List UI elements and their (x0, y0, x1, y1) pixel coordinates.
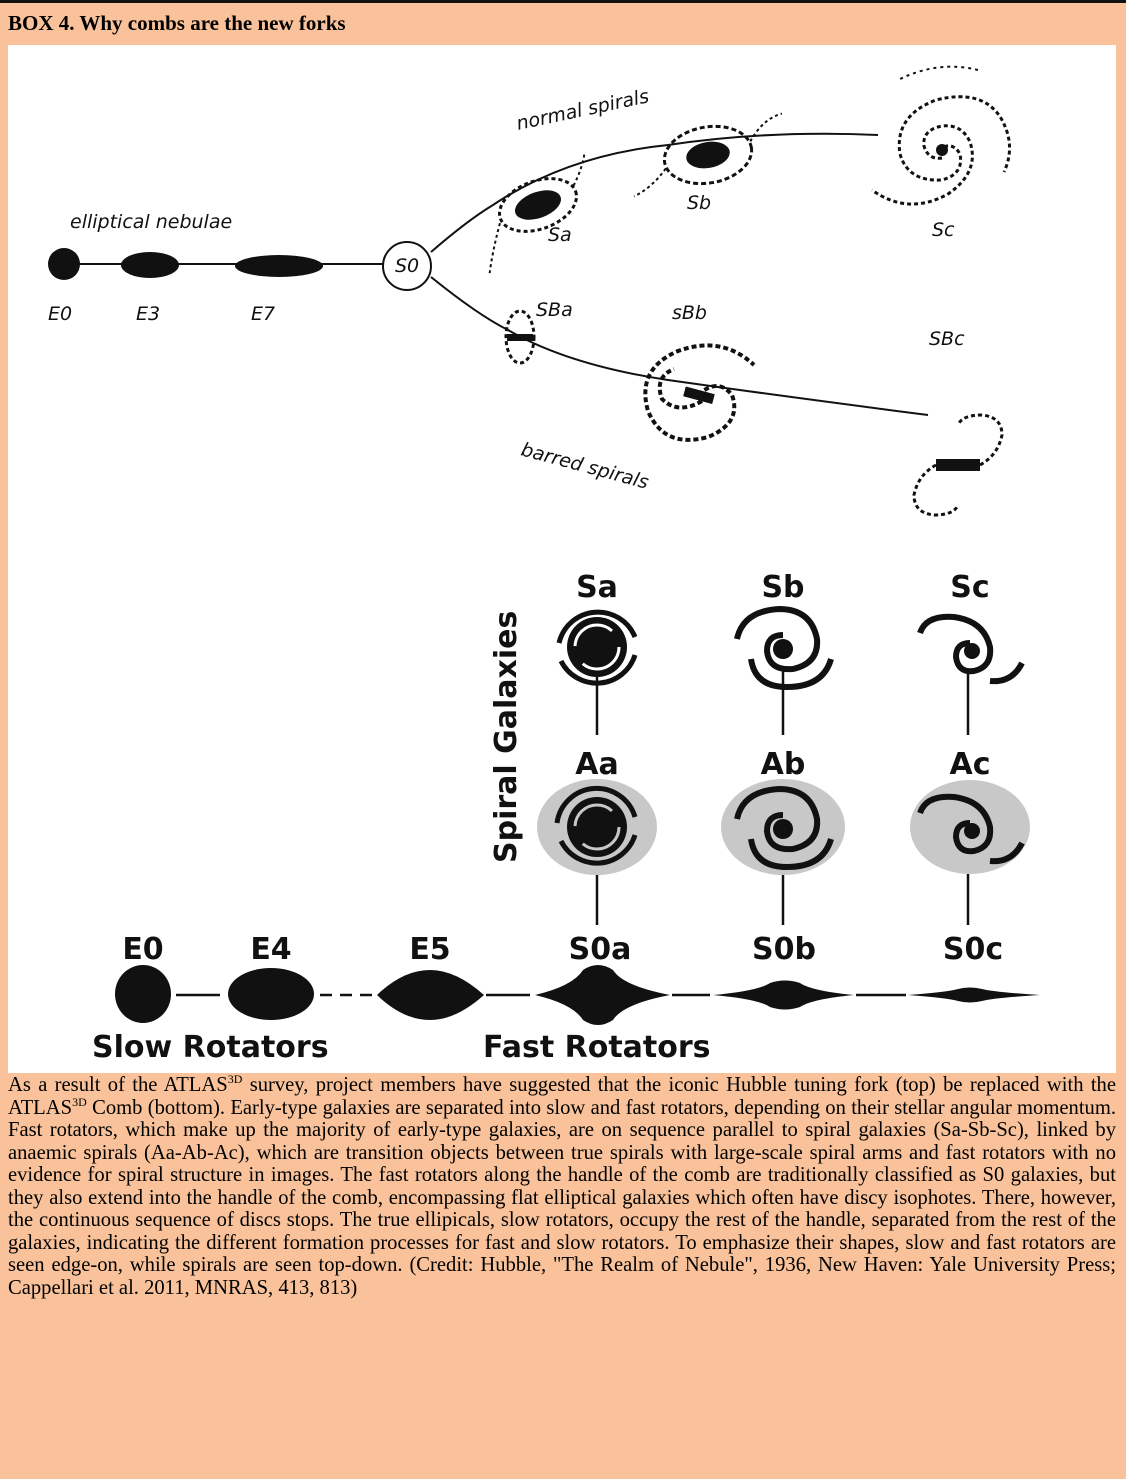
box-caption: As a result of the ATLAS3D survey, proje… (8, 1072, 1116, 1299)
comb-ac-label: Ac (949, 747, 990, 782)
comb-sc-shape (917, 613, 1025, 685)
comb-s0b-label: S0b (752, 932, 816, 967)
comb-e0-shape (115, 965, 171, 1023)
comb-s0c-label: S0c (943, 932, 1003, 967)
comb-e5-label: E5 (409, 932, 450, 967)
caption-part-2: survey, project members have suggested t… (8, 1074, 1116, 1119)
comb-e5-shape (377, 970, 484, 1020)
spiral-galaxies-label: Spiral Galaxies (489, 611, 524, 863)
normal-spirals-label: normal spirals (514, 85, 651, 135)
hubble-sba-label: SBa (536, 299, 573, 321)
comb-ac-shape (917, 793, 1025, 865)
comb-sa-shape (556, 609, 638, 686)
comb-s0a-shape (535, 965, 670, 1025)
comb-sb-label: Sb (761, 570, 804, 605)
hubble-sb-label: Sb (687, 192, 711, 214)
hubble-sbb-label: sBb (672, 302, 707, 324)
hubble-sa-shape (488, 151, 586, 277)
elliptical-nebulae-label: elliptical nebulae (70, 211, 232, 233)
comb-ab-label: Ab (761, 747, 806, 782)
comb-e4-shape (228, 968, 314, 1020)
hubble-sbc-label: SBc (929, 328, 965, 350)
hubble-sba-shape (504, 309, 536, 365)
comb-s0a-label: S0a (569, 932, 632, 967)
comb-s0c-shape (908, 987, 1040, 1003)
caption-part-1: As a result of the ATLAS (8, 1074, 228, 1096)
caption-sup-1: 3D (227, 1072, 243, 1087)
hubble-tuning-fork: elliptical nebulae normal spirals barred… (48, 65, 1011, 517)
comb-e0-label: E0 (122, 932, 163, 967)
comb-e4-label: E4 (250, 932, 291, 967)
hubble-e7-label: E7 (251, 303, 275, 325)
hubble-sbb-shape (643, 343, 756, 442)
comb-s0b-shape (713, 980, 854, 1010)
hubble-sb-shape (633, 112, 783, 198)
comb-aa-shape (554, 785, 638, 866)
comb-sa-label: Sa (576, 570, 618, 605)
hubble-sa-label: Sa (548, 224, 572, 246)
hubble-e0-label: E0 (48, 303, 72, 325)
galaxy-classification-figure: elliptical nebulae normal spirals barred… (48, 65, 1040, 1065)
comb-ab-shape (734, 785, 834, 871)
hubble-s0-label: S0 (395, 255, 419, 277)
figure-panel: elliptical nebulae normal spirals barred… (8, 45, 1116, 1073)
hubble-sbc-shape (912, 413, 1004, 517)
comb-sb-shape (734, 605, 834, 691)
barred-spirals-label: barred spirals (519, 439, 651, 494)
hubble-sc-label: Sc (932, 219, 955, 241)
hubble-s0-shape (382, 241, 432, 291)
hubble-e3-label: E3 (136, 303, 160, 325)
comb-aa-label: Aa (575, 747, 618, 782)
fast-rotators-label: Fast Rotators (483, 1030, 711, 1065)
caption-sup-2: 3D (72, 1094, 87, 1109)
hubble-e3-shape (121, 252, 179, 278)
hubble-sc-shape (871, 65, 1011, 206)
slow-rotators-label: Slow Rotators (92, 1030, 329, 1065)
atlas3d-comb: Spiral Galaxies Sa Sb Sc Aa Ab Ac E0 E4 … (92, 570, 1040, 1065)
box-title: BOX 4. Why combs are the new forks (8, 11, 346, 35)
hubble-e7-shape (235, 255, 323, 277)
caption-part-3: Comb (bottom). Early-type galaxies are s… (8, 1096, 1116, 1299)
hubble-e0-shape (48, 248, 80, 280)
comb-sc-label: Sc (950, 570, 989, 605)
